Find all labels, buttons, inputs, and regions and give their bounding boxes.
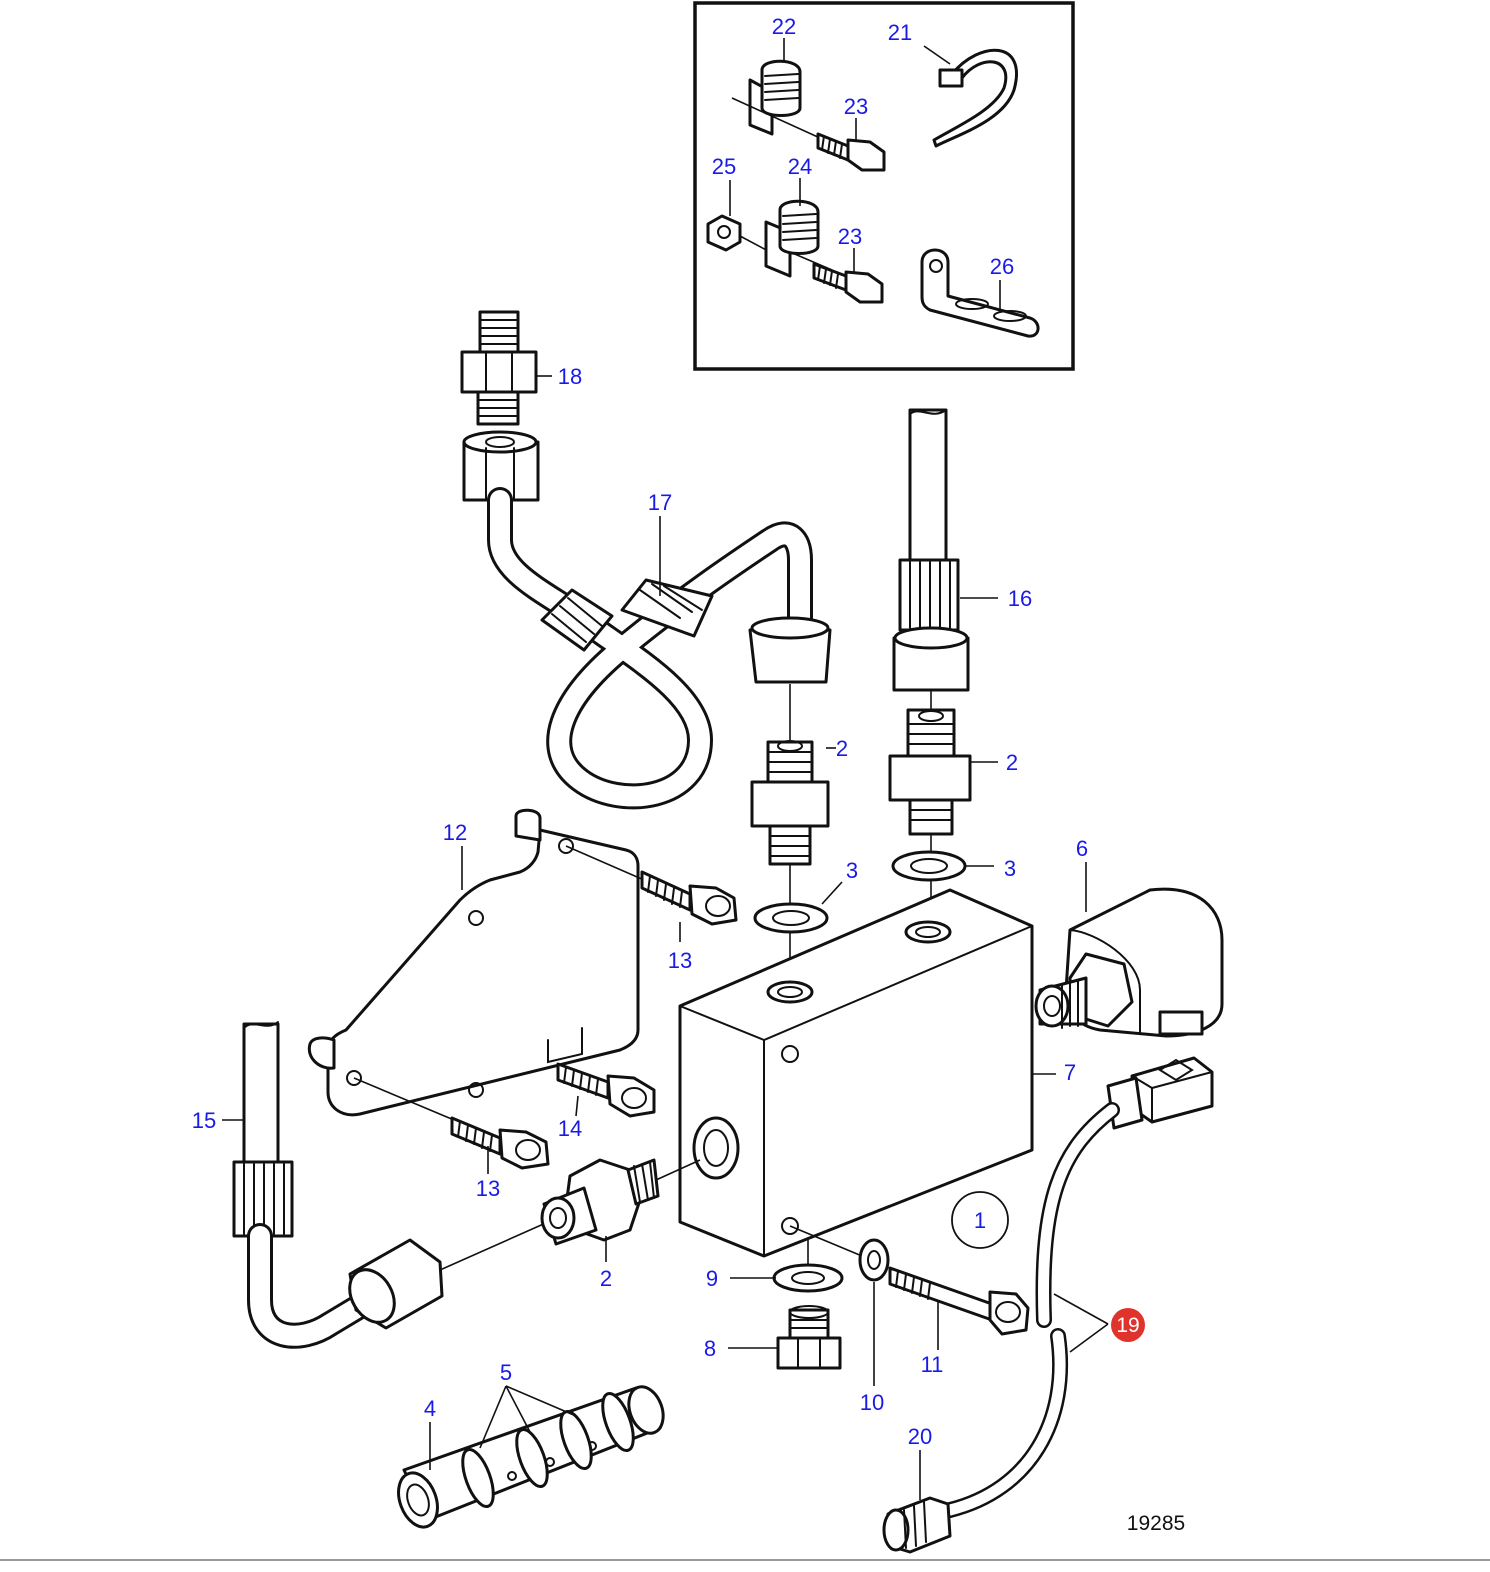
part-2-union-lower[interactable] bbox=[439, 1158, 701, 1271]
part-3-washer-center[interactable] bbox=[753, 864, 829, 985]
part-16-tube[interactable] bbox=[892, 408, 970, 692]
part-20-connector[interactable] bbox=[882, 1496, 952, 1554]
part-13-bolt-upper[interactable] bbox=[565, 845, 738, 926]
part-13-bolt-lower[interactable] bbox=[353, 1077, 550, 1170]
part-11-bolt[interactable] bbox=[888, 1266, 1030, 1336]
callout-20: 20 bbox=[908, 1424, 932, 1449]
assembly-marker: 1 bbox=[951, 1191, 1009, 1249]
callout-22: 22 bbox=[772, 14, 796, 39]
callout-2c: 2 bbox=[600, 1266, 612, 1291]
part-10-washer[interactable] bbox=[789, 1225, 890, 1282]
callout-4: 4 bbox=[424, 1396, 436, 1421]
highlight-marker bbox=[1111, 1308, 1145, 1342]
callout-25: 25 bbox=[712, 154, 736, 179]
part-14-bolt[interactable] bbox=[556, 1062, 656, 1118]
callout-2b: 2 bbox=[1006, 750, 1018, 775]
part-18-adapter[interactable] bbox=[460, 310, 538, 426]
callouts: 22 21 23 25 24 23 26 18 17 16 2 2 3 3 6 … bbox=[192, 14, 1088, 1449]
callout-19-highlight[interactable]: 19 bbox=[1111, 1308, 1145, 1342]
inset-box bbox=[693, 1, 1075, 371]
part-7-valve-block[interactable] bbox=[678, 888, 1034, 1258]
part-9-washer[interactable] bbox=[772, 1240, 844, 1293]
part-8-plug[interactable] bbox=[776, 1305, 842, 1370]
callout-18: 18 bbox=[558, 364, 582, 389]
callout-13a: 13 bbox=[668, 948, 692, 973]
callout-17: 17 bbox=[648, 490, 672, 515]
part-25-nut[interactable] bbox=[706, 214, 771, 253]
callout-23a: 23 bbox=[844, 94, 868, 119]
part-12-bracket-plate[interactable] bbox=[307, 808, 640, 1117]
part-5-o-rings[interactable] bbox=[456, 1390, 639, 1511]
callout-21: 21 bbox=[888, 20, 912, 45]
part-24-clip[interactable] bbox=[764, 199, 833, 278]
part-2-union-center[interactable] bbox=[750, 684, 830, 866]
callout-6: 6 bbox=[1076, 836, 1088, 861]
callout-24: 24 bbox=[788, 154, 812, 179]
callout-3b: 3 bbox=[1004, 856, 1016, 881]
callout-15: 15 bbox=[192, 1108, 216, 1133]
callout-23b: 23 bbox=[838, 224, 862, 249]
callout-8: 8 bbox=[704, 1336, 716, 1361]
part-26-bracket[interactable] bbox=[920, 248, 1040, 338]
callout-26: 26 bbox=[990, 254, 1014, 279]
part-22-clip[interactable] bbox=[731, 59, 821, 139]
leader-lines bbox=[222, 38, 1109, 1500]
inset-frame bbox=[693, 1, 1075, 371]
callout-12: 12 bbox=[443, 820, 467, 845]
callout-14: 14 bbox=[558, 1116, 582, 1141]
callout-10: 10 bbox=[860, 1390, 884, 1415]
part-23-bolt-bottom[interactable] bbox=[812, 262, 884, 304]
callout-5: 5 bbox=[500, 1360, 512, 1385]
callout-3a: 3 bbox=[846, 858, 858, 883]
callout-7: 7 bbox=[1064, 1060, 1076, 1085]
part-21-cable-tie[interactable] bbox=[932, 48, 1018, 148]
callout-9: 9 bbox=[706, 1266, 718, 1291]
part-18-nut[interactable] bbox=[462, 430, 540, 502]
part-17-pipe[interactable] bbox=[487, 487, 832, 810]
part-15-tube[interactable] bbox=[232, 1021, 444, 1349]
part-19-cable[interactable] bbox=[942, 1056, 1214, 1518]
figure-number: 19285 bbox=[1127, 1512, 1185, 1535]
callout-11: 11 bbox=[921, 1352, 944, 1377]
callout-19: 19 bbox=[1116, 1314, 1139, 1337]
callout-13b: 13 bbox=[476, 1176, 500, 1201]
part-23-bolt-top[interactable] bbox=[816, 132, 886, 172]
assembly-marker-label: 1 bbox=[974, 1208, 986, 1233]
part-2-union-right[interactable] bbox=[888, 690, 972, 836]
callout-2a: 2 bbox=[836, 736, 848, 761]
part-6-solenoid-coil[interactable] bbox=[1034, 887, 1224, 1038]
callout-16: 16 bbox=[1008, 586, 1032, 611]
